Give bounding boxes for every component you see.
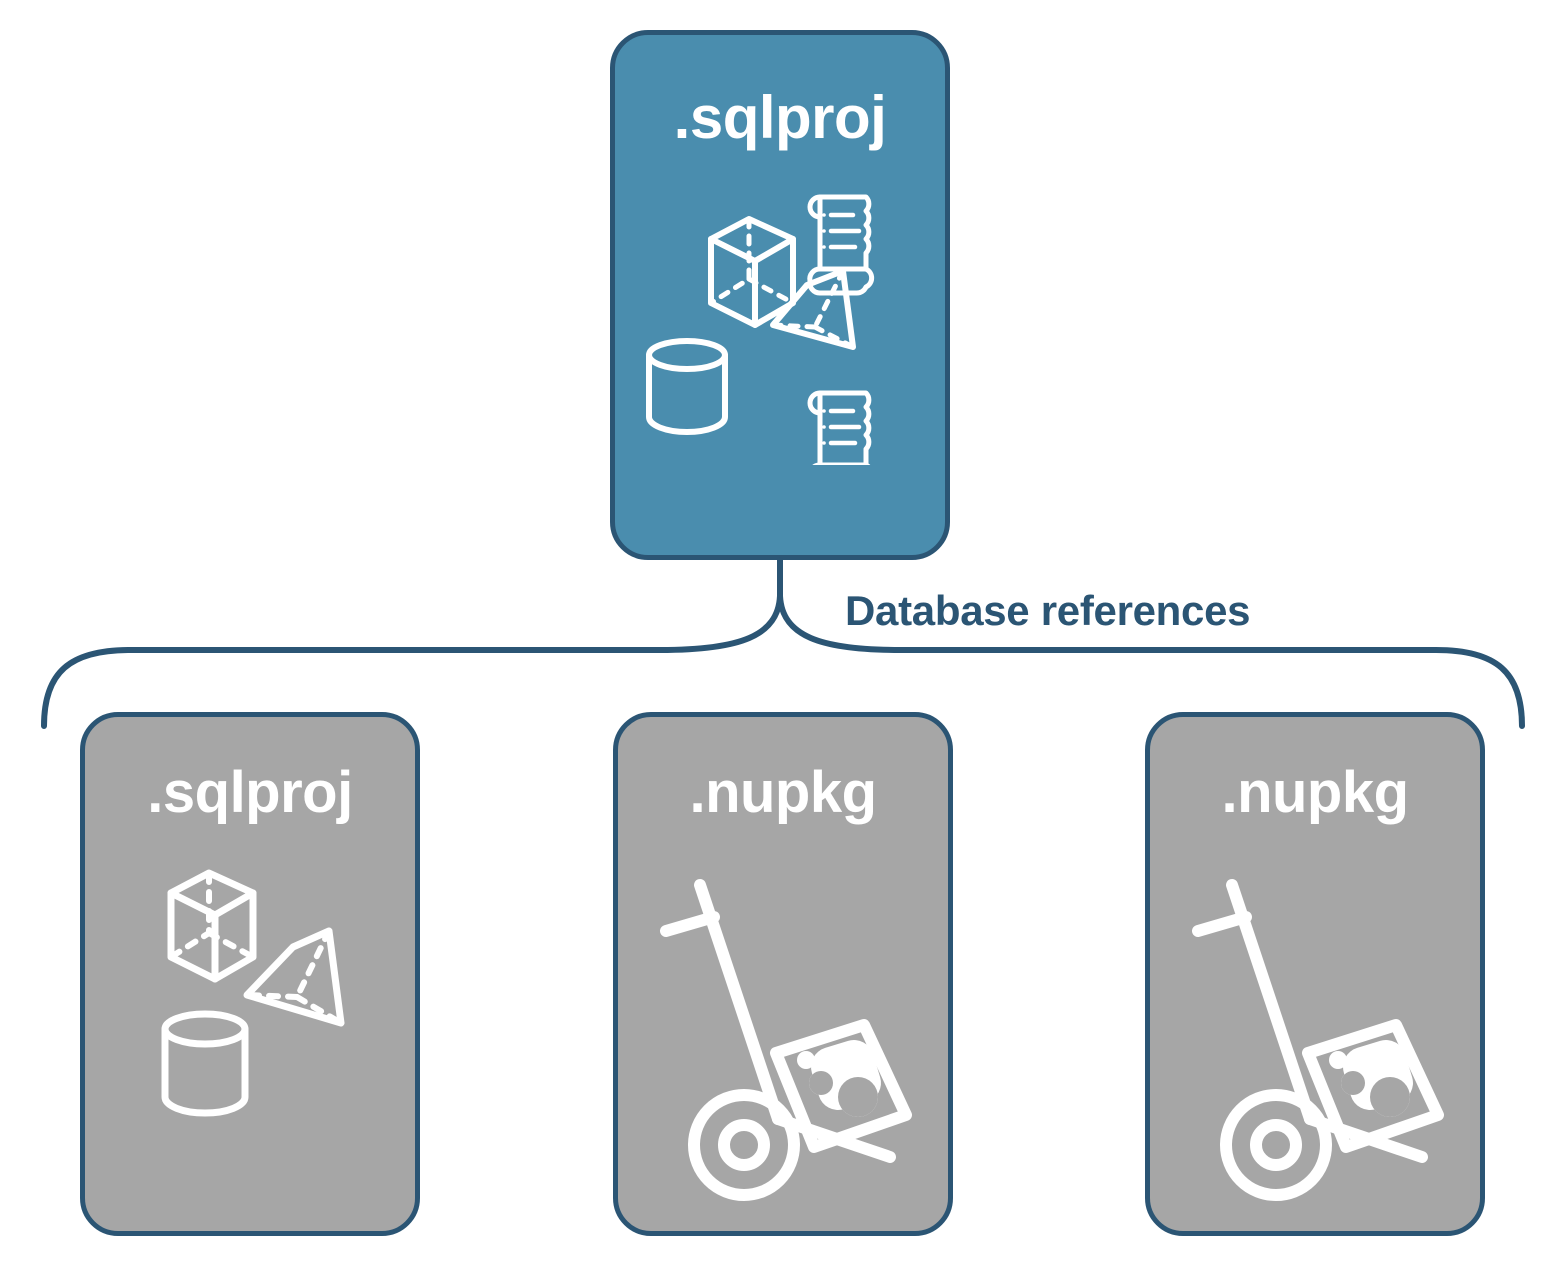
cube-icon: [708, 216, 796, 328]
reference-card-label: .nupkg: [689, 760, 877, 825]
scroll-icon: [807, 390, 875, 492]
reference-card-nupkg-2[interactable]: .nupkg: [1145, 712, 1485, 1236]
parent-sqlproj-card[interactable]: .sqlproj: [610, 30, 950, 560]
scroll-icon: [807, 194, 875, 296]
pyramid-icon: [770, 268, 856, 350]
hand-truck-icon: [660, 879, 896, 1201]
nuget-package-icon: [770, 1019, 912, 1153]
brace-label: Database references: [845, 587, 1251, 634]
reference-card-label: .sqlproj: [147, 760, 353, 825]
nuget-package-icon: [1302, 1019, 1444, 1153]
cube-icon: [167, 869, 257, 983]
reference-card-artwork-package-dolly: [618, 857, 948, 1227]
pyramid-icon: [243, 927, 345, 1027]
reference-card-label: .nupkg: [1221, 760, 1409, 825]
cylinder-icon: [161, 1010, 249, 1117]
cylinder-icon: [646, 338, 728, 435]
reference-card-sqlproj[interactable]: .sqlproj: [80, 712, 420, 1236]
reference-card-artwork-database-objects: [85, 857, 415, 1227]
reference-card-nupkg-1[interactable]: .nupkg: [613, 712, 953, 1236]
parent-card-artwork: [615, 175, 945, 492]
hand-truck-icon: [1192, 879, 1428, 1201]
parent-card-label: .sqlproj: [673, 84, 887, 151]
reference-card-artwork-package-dolly: [1150, 857, 1480, 1227]
